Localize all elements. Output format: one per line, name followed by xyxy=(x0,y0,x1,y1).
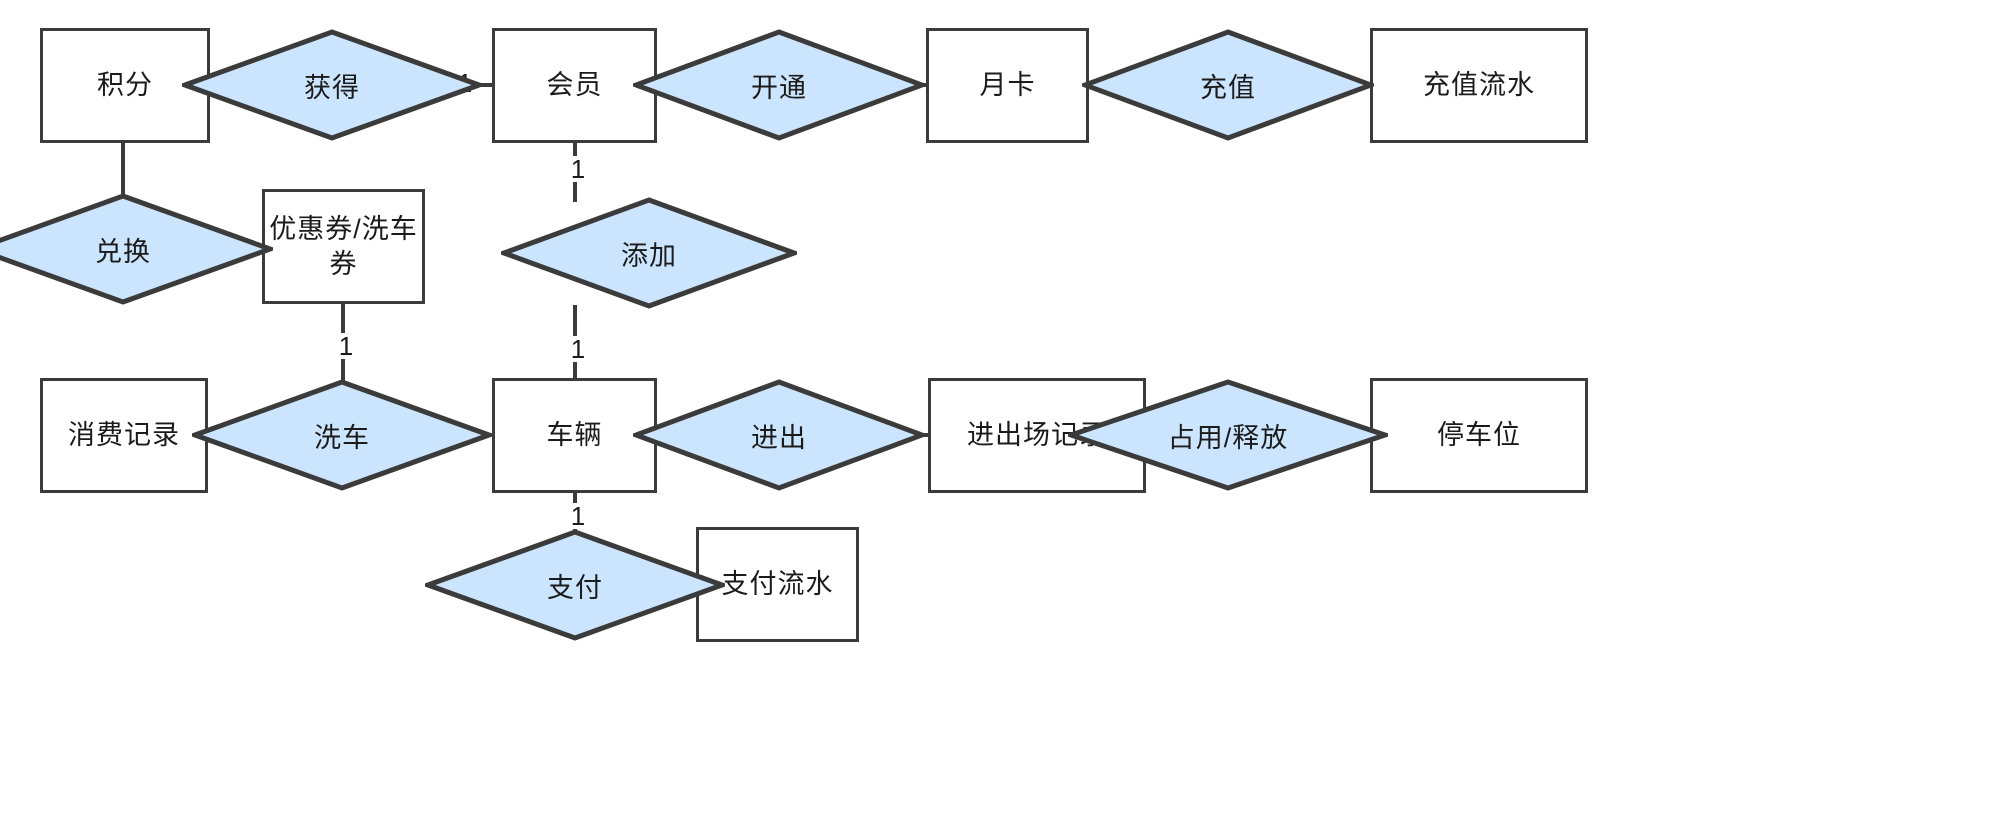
cardinality-tianjia-cheliang: 1 xyxy=(565,336,591,362)
edge-jifen-duihuan xyxy=(121,140,125,198)
entity-tingchewei[interactable]: 停车位 xyxy=(1370,378,1588,493)
diamond-shape-xiche xyxy=(192,379,492,491)
diamond-shape-jinchu xyxy=(633,379,925,491)
entity-youhuiquan-xichequan[interactable]: 优惠券/洗车 券 xyxy=(262,189,425,304)
cardinality-quanjuan-xiche: 1 xyxy=(333,333,359,359)
diamond-shape-chongzhi xyxy=(1082,29,1374,141)
entity-yueka[interactable]: 月卡 xyxy=(926,28,1089,143)
diamond-shape-zhanyong-shifang xyxy=(1068,379,1388,491)
relationship-duihuan[interactable]: 兑换 xyxy=(0,193,273,305)
diamond-shape-tianjia xyxy=(501,197,797,309)
relationship-zhifu[interactable]: 支付 xyxy=(425,529,725,641)
relationship-chongzhi[interactable]: 充值 xyxy=(1082,29,1374,141)
entity-cheliang[interactable]: 车辆 xyxy=(492,378,657,493)
diamond-shape-duihuan xyxy=(0,193,273,305)
cardinality-huiyuan-tianjia: 1 xyxy=(565,156,591,182)
entity-chongzhi-liushui[interactable]: 充值流水 xyxy=(1370,28,1588,143)
diamond-shape-huode xyxy=(182,29,482,141)
relationship-xiche[interactable]: 洗车 xyxy=(192,379,492,491)
cardinality-cheliang-zhifu: 1 xyxy=(565,503,591,529)
diamond-shape-zhifu xyxy=(425,529,725,641)
relationship-jinchu[interactable]: 进出 xyxy=(633,379,925,491)
relationship-zhanyong-shifang[interactable]: 占用/释放 xyxy=(1068,379,1388,491)
relationship-huode[interactable]: 获得 xyxy=(182,29,482,141)
relationship-tianjia[interactable]: 添加 xyxy=(501,197,797,309)
relationship-kaitong[interactable]: 开通 xyxy=(633,29,925,141)
diamond-shape-kaitong xyxy=(633,29,925,141)
entity-xiaofei-jilu[interactable]: 消费记录 xyxy=(40,378,208,493)
